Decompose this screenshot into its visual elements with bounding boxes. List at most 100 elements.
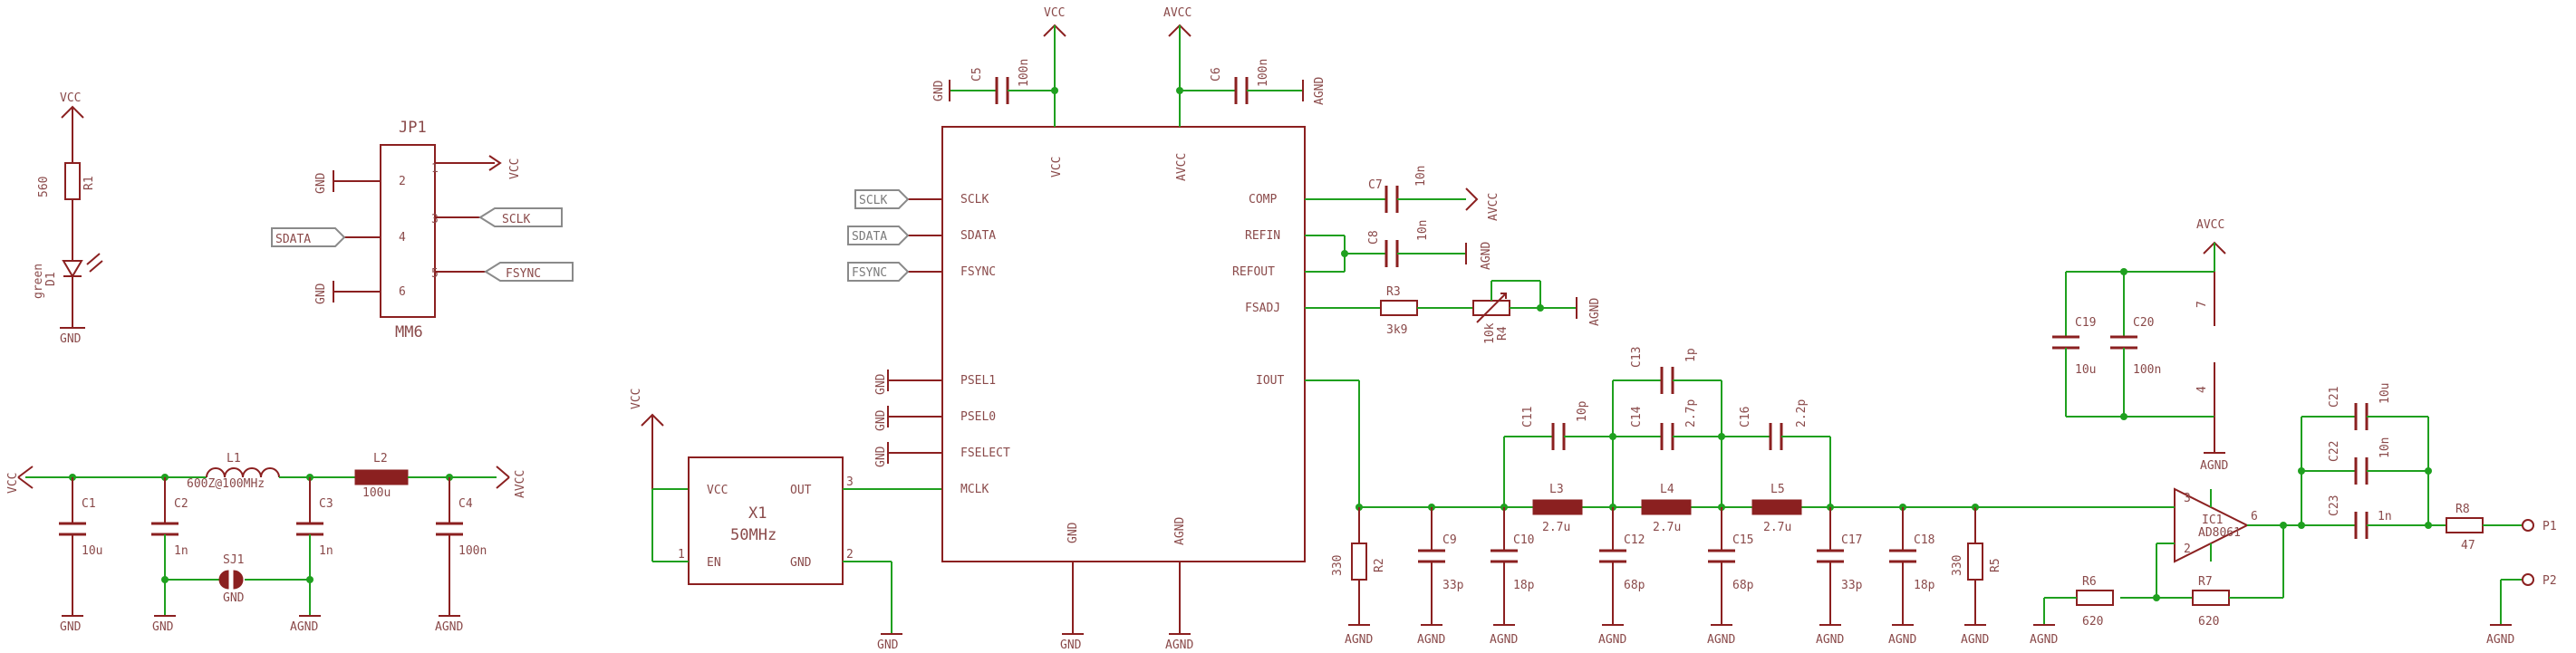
l3-name: L3 (1549, 483, 1564, 496)
c17-agnd: AGND (1816, 633, 1844, 647)
fselect-gnd: GND (874, 446, 888, 467)
osc-pin2: 2 (846, 548, 854, 562)
c5-gnd: GND (932, 80, 946, 101)
oscillator-x1: VCC VCC EN OUT GND X1 50MHz 3 1 2 GND (630, 389, 942, 652)
sclk-flag (478, 207, 563, 227)
r4-name: R4 (1496, 326, 1510, 341)
osc-pin1: 1 (678, 548, 685, 562)
dds-gnd-supply: GND (1060, 639, 1082, 652)
c14-name: C14 (1630, 406, 1644, 427)
amp-pin4: 4 (2195, 386, 2209, 393)
c4-agnd: AGND (435, 620, 463, 634)
r6-name: R6 (2082, 575, 2097, 589)
c17-value: 33p (1841, 579, 1863, 592)
c22-name: C22 (2328, 441, 2341, 462)
p1-label: P1 (2542, 520, 2557, 533)
jp1-pin6: 6 (399, 285, 406, 299)
r7-name: R7 (2198, 575, 2213, 589)
c2-gnd: GND (152, 620, 174, 634)
sj1-name: SJ1 (223, 553, 244, 567)
resistor-r3 (1380, 300, 1418, 316)
dds-sdata-net: SDATA (852, 230, 887, 244)
dds-pin-gnd: GND (1066, 522, 1080, 543)
c18-name: C18 (1914, 533, 1934, 547)
sj1-gnd: GND (223, 591, 245, 605)
amp-ic: IC1 (2202, 514, 2223, 527)
output-amplifier: AVCC 7 4 AGND C19 10u C20 100n 3 2 6 IC1… (2030, 218, 2557, 647)
fsync-flag-dds (847, 262, 910, 282)
osc-name: X1 (748, 504, 767, 523)
led-name: D1 (44, 272, 58, 286)
osc-vcc: VCC (707, 484, 728, 497)
comp-avcc: AVCC (1487, 193, 1500, 221)
p2-agnd: AGND (2486, 633, 2514, 647)
r3-value: 3k9 (1386, 323, 1407, 337)
c9-name: C9 (1442, 533, 1457, 547)
r2-name: R2 (1373, 558, 1386, 572)
resistor-r1 (64, 162, 81, 200)
lowpass-filter: 330 R2 AGND C9 33p AGND C10 18p AGND L3 … (1305, 347, 2175, 647)
amp-inv-pin: 2 (2184, 543, 2191, 556)
c6-agnd: AGND (1313, 77, 1327, 105)
amp-avcc: AVCC (2196, 218, 2224, 232)
led-d1-symbol (62, 260, 83, 278)
osc-pin3: 3 (846, 475, 854, 489)
dds-body (941, 126, 1306, 562)
inductor-l2 (354, 469, 409, 485)
c22-value: 10n (2378, 437, 2392, 458)
c19-value: 10u (2075, 363, 2096, 377)
jp1-pin5: 5 (431, 267, 439, 281)
c2-name: C2 (174, 497, 188, 511)
r1-value: 560 (37, 177, 51, 197)
resistor-r2 (1351, 543, 1367, 581)
dds-sclk-net: SCLK (859, 194, 887, 207)
c11-name: C11 (1521, 407, 1535, 427)
l2-name: L2 (373, 452, 388, 466)
c8-value: 10n (1416, 220, 1430, 241)
c23-value: 1n (2378, 510, 2392, 523)
inductor-l4 (1641, 499, 1692, 515)
c1-name: C1 (82, 497, 96, 511)
r3-name: R3 (1386, 285, 1401, 299)
c1-gnd: GND (60, 620, 82, 634)
l5-name: L5 (1770, 483, 1785, 496)
input-filter: VCC C1 10u GND C2 1n GND L1 600Z@100MHz … (6, 452, 527, 634)
c23-name: C23 (2328, 495, 2341, 516)
inductor-l5 (1751, 499, 1802, 515)
vcc-arrow-jp1 (480, 155, 502, 171)
jp1-pin2: 2 (399, 175, 406, 188)
jp1-gnd-top: GND (314, 172, 328, 194)
jp1-name: JP1 (399, 119, 427, 137)
top-vcc: VCC (1044, 6, 1065, 20)
solder-jumper-sj1 (218, 570, 229, 590)
dds-pin-agnd: AGND (1173, 517, 1187, 545)
dds-agnd-supply: AGND (1165, 639, 1193, 652)
osc-gnd: GND (790, 556, 812, 570)
jp1-fsync: FSYNC (506, 267, 541, 281)
c9-value: 33p (1442, 579, 1464, 592)
c6-name: C6 (1210, 67, 1223, 82)
r1-name: R1 (82, 176, 96, 190)
osc-en: EN (707, 556, 721, 570)
r4-value: 10k (1483, 322, 1497, 344)
c1-value: 10u (82, 544, 102, 558)
c13-value: 1p (1684, 348, 1698, 362)
dds-fsync-net: FSYNC (852, 266, 887, 280)
amp-part: AD8061 (2198, 526, 2241, 540)
c16-name: C16 (1739, 407, 1752, 427)
resistor-r5 (1967, 543, 1983, 581)
dds-pin-vcc: VCC (1050, 157, 1064, 178)
amp-agnd: AGND (2200, 459, 2228, 473)
c20-name: C20 (2133, 316, 2154, 330)
c12-name: C12 (1624, 533, 1645, 547)
c12-agnd: AGND (1598, 633, 1626, 647)
top-avcc: AVCC (1163, 6, 1192, 20)
c13-name: C13 (1630, 347, 1644, 368)
c4-value: 100n (458, 544, 487, 558)
c8-name: C8 (1367, 230, 1381, 245)
l3-value: 2.7u (1542, 521, 1570, 534)
l2-value: 100u (362, 486, 391, 500)
r5-value: 330 (1951, 555, 1964, 576)
dds-pin-psel0: PSEL0 (960, 410, 996, 424)
